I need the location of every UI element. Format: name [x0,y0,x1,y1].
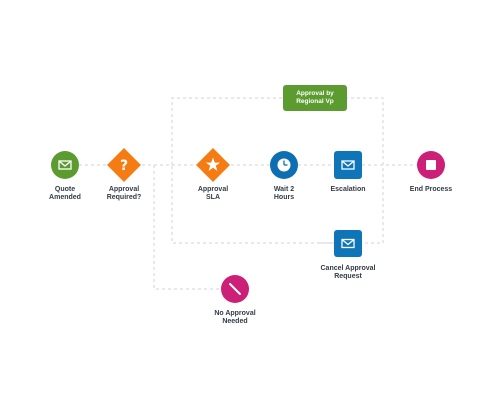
label-approval-sla: Approval SLA [168,186,258,202]
node-no-approval-needed[interactable] [221,275,249,303]
node-cancel-approval-request[interactable] [334,230,362,257]
label-line-1: Quote [54,186,76,193]
label-end-process: End Process [386,186,476,194]
clock-icon [277,158,291,172]
note-line-2: Regional Vp [296,98,334,105]
annotation-note-approval-by-regional-vp[interactable]: Approval by Regional Vp [283,85,347,111]
label-line-1: End Process [409,186,453,193]
stop-icon [426,160,436,170]
label-line-1: No Approval [214,310,256,317]
action-shape [334,230,362,257]
label-wait-2-hours: Wait 2 Hours [239,186,329,202]
connector-approval-required-to-no-approval [153,165,221,290]
label-line-1: Approval [197,186,229,193]
label-escalation: Escalation [303,186,393,194]
action-shape [334,151,362,179]
envelope-icon [58,160,72,170]
label-line-2: Hours [273,194,295,201]
label-cancel-approval-request: Cancel Approval Request [303,265,393,281]
connector-approval-sla-box [171,97,384,244]
decision-shape [107,148,141,182]
label-line-2: Amended [49,194,81,201]
slash-icon [229,283,241,295]
label-line-2: Required? [106,194,142,201]
label-quote-amended: Quote Amended [20,186,110,202]
envelope-icon [341,238,355,249]
node-approval-required[interactable]: ? [107,148,141,182]
envelope-icon [341,160,355,170]
node-approval-sla[interactable] [196,148,230,182]
label-no-approval-needed: No Approval Needed [190,310,280,326]
label-line-1: Wait 2 [273,186,295,193]
note-line-1: Approval by [296,90,334,97]
question-icon: ? [120,158,128,174]
label-line-1: Cancel Approval [320,265,376,272]
star-icon [205,157,221,171]
label-line-1: Approval [108,186,140,193]
node-end-process[interactable] [417,151,445,179]
label-line-2: Request [334,273,362,280]
start-event-shape [51,151,79,179]
label-line-2: Needed [222,318,248,325]
node-quote-amended[interactable] [51,151,79,179]
label-approval-required: Approval Required? [79,186,169,202]
node-escalation[interactable] [334,151,362,179]
connectors [79,97,417,290]
node-wait-2-hours[interactable] [270,151,298,179]
label-line-2: SLA [206,194,220,201]
label-line-1: Escalation [330,186,366,193]
